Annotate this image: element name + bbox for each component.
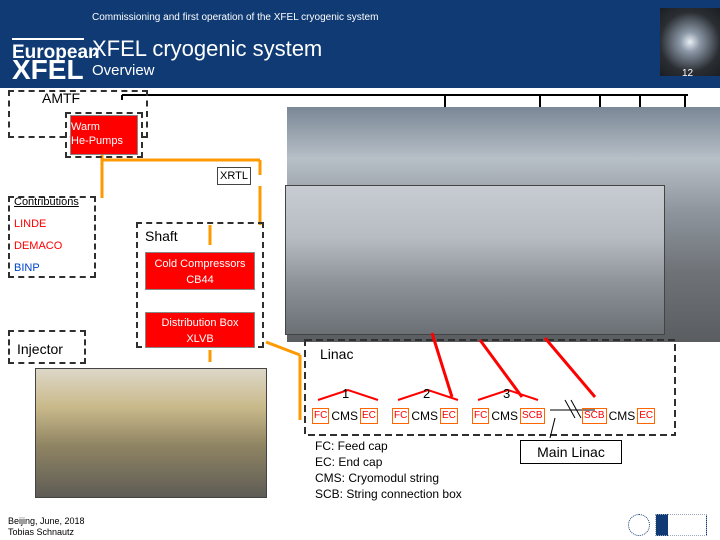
string-connection-box: SCB (582, 408, 607, 424)
end-cap: EC (637, 408, 656, 424)
legend-scb: SCB: String connection box (315, 487, 462, 501)
photo-injector (35, 368, 267, 498)
cryomodule-string: CMS (491, 409, 519, 423)
footer-location-date: Beijing, June, 2018 (8, 516, 85, 526)
feed-cap: FC (312, 408, 330, 424)
main-linac-label: Main Linac (520, 440, 622, 464)
string-3-label: 3 (503, 386, 511, 401)
contribution-linde: LINDE (14, 218, 47, 230)
distribution-box: Distribution Box XLVB (145, 312, 255, 348)
header-bar (0, 0, 720, 88)
feed-cap: FC (392, 408, 410, 424)
shaft-label: Shaft (145, 228, 178, 244)
logo-word-european: European (12, 42, 100, 63)
injector-box (8, 330, 86, 364)
legend-cms: CMS: Cryomodul string (315, 471, 440, 485)
string-connection-box: SCB (520, 408, 545, 424)
legend-fc: FC: Feed cap (315, 439, 388, 453)
cold-compressors-box: Cold Compressors CB44 (145, 252, 255, 290)
footer-logo-right (655, 514, 707, 536)
warm-pumps-box (65, 112, 143, 158)
end-cap: EC (360, 408, 378, 424)
header-photo (660, 8, 720, 76)
string-3: FC CMS SCB (472, 408, 545, 424)
footer-author: Tobias Schnautz (8, 527, 75, 537)
logo-word-xfel: XFEL (12, 54, 84, 85)
contribution-demaco: DEMACO (14, 240, 63, 252)
string-2: FC CMS EC (392, 408, 458, 424)
string-1-label: 1 (342, 386, 350, 401)
footer-logo-left (628, 514, 650, 536)
footer-text: Beijing, June, 2018 Tobias Schnautz (8, 516, 85, 538)
cryomodule-string: CMS (608, 409, 636, 423)
warm-pumps-label: Warm He-Pumps (70, 115, 138, 155)
abbreviation-legend: FC: Feed cap EC: End cap CMS: Cryomodul … (315, 438, 462, 502)
legend-ec: EC: End cap (315, 455, 383, 469)
cryomodule-string: CMS (411, 409, 439, 423)
contributions-box (8, 196, 96, 278)
cryomodule-string: CMS (331, 409, 359, 423)
string-last: SCB CMS EC (582, 408, 656, 424)
amtf-label: AMTF (42, 90, 81, 106)
section-title: Overview (92, 62, 155, 79)
end-cap: EC (440, 408, 458, 424)
feed-cap: FC (472, 408, 490, 424)
string-1: FC CMS EC (312, 408, 378, 424)
photo-cryo-hall (285, 185, 665, 335)
logo-rule (12, 38, 84, 40)
contribution-binp: BINP (14, 262, 40, 274)
string-2-label: 2 (423, 386, 431, 401)
xrtl-box: XRTL (217, 167, 251, 185)
linac-label: Linac (318, 346, 356, 362)
contributions-title: Contributions (14, 196, 79, 208)
page-title: XFEL cryogenic system (92, 36, 323, 61)
injector-label: Injector (17, 341, 63, 357)
header-subtitle: Commissioning and first operation of the… (92, 12, 379, 23)
page-number: 12 (682, 68, 694, 79)
